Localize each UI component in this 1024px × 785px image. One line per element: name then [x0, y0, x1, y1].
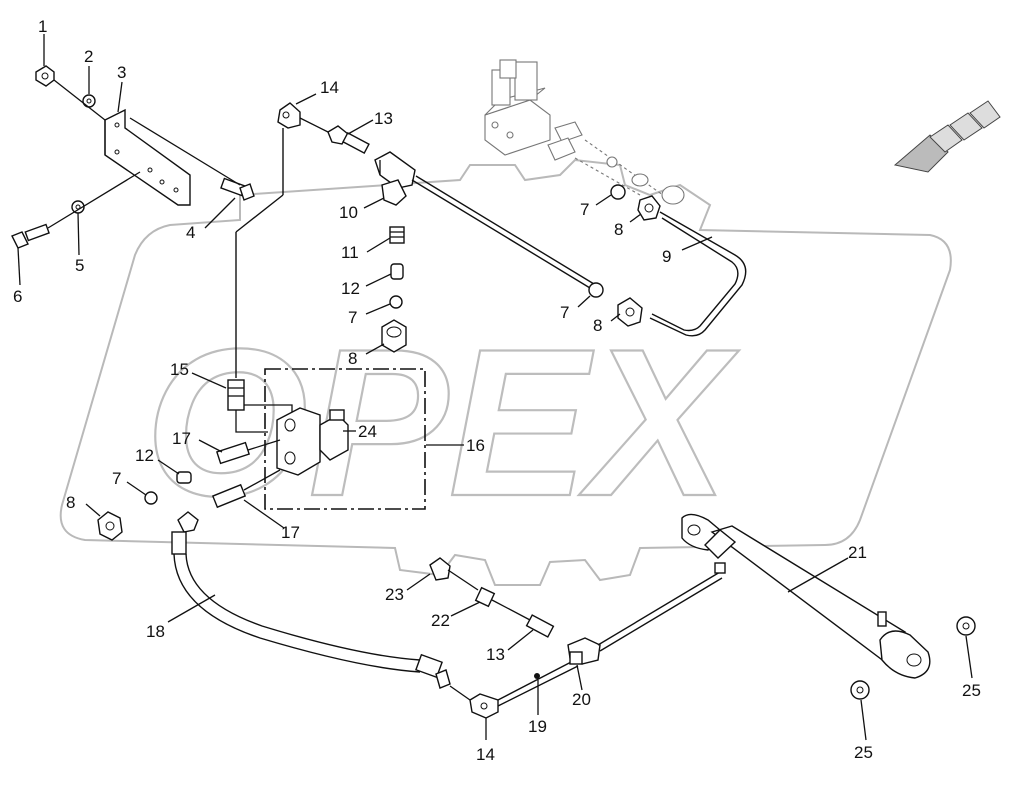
callout-6: 6 — [13, 287, 22, 306]
washer-25-left — [850, 680, 870, 700]
callout-13-bottom: 13 — [486, 645, 505, 664]
callout-12-top: 12 — [341, 279, 360, 298]
ring-7-right-bottom — [588, 282, 604, 298]
watermark-gear — [59, 158, 952, 586]
callout-5: 5 — [75, 256, 84, 275]
washer-2 — [82, 94, 96, 108]
valve-body — [276, 407, 349, 476]
watermark-text: OPEX — [145, 305, 739, 540]
callout-8-right-top: 8 — [614, 220, 623, 239]
callout-leaders — [17, 34, 973, 741]
callout-12-left: 12 — [135, 446, 154, 465]
nut-8-right-top — [637, 195, 661, 221]
fitting-11 — [389, 226, 405, 244]
callout-7-right-bottom: 7 — [560, 303, 569, 322]
callout-16: 16 — [466, 436, 485, 455]
callout-4: 4 — [186, 223, 195, 242]
callout-25-left: 25 — [854, 743, 873, 762]
callout-9: 9 — [662, 247, 671, 266]
washer-25-right — [956, 616, 976, 636]
valve-group-16-frame — [264, 368, 426, 510]
ring-7-left — [144, 491, 158, 505]
tee-fitting-20 — [567, 637, 601, 665]
callout-7-left: 7 — [112, 469, 121, 488]
hose-end-fitting-left — [171, 511, 199, 555]
elbow-fitting-14-bottom — [469, 693, 499, 719]
callout-14-bottom: 14 — [476, 745, 495, 764]
plug-23 — [429, 557, 451, 581]
callout-labels: 1 2 3 4 5 6 14 13 10 11 12 7 8 7 8 9 7 8… — [13, 17, 981, 764]
callout-22: 22 — [431, 611, 450, 630]
callout-8-mid: 8 — [348, 349, 357, 368]
pipe-9 — [649, 211, 747, 337]
callout-17-bottom: 17 — [281, 523, 300, 542]
elbow-fitting-14-top — [277, 102, 301, 129]
nut-1 — [35, 65, 55, 87]
watermark-logo: OPEX — [59, 158, 952, 586]
callout-10: 10 — [339, 203, 358, 222]
sleeve-12-top — [390, 263, 404, 280]
nut-8-left — [97, 511, 123, 541]
control-valve-block — [484, 59, 685, 205]
bolt-6 — [11, 223, 50, 249]
callout-3: 3 — [117, 63, 126, 82]
fitting-15 — [227, 379, 245, 411]
direction-arrow-icon — [893, 100, 1001, 173]
tee-fitting-10 — [374, 151, 416, 206]
hydraulic-cylinder-21 — [681, 513, 931, 679]
bolt-4 — [220, 177, 255, 201]
ring-7-mid — [389, 295, 403, 309]
hose-18 — [173, 553, 421, 673]
orifice-19 — [534, 673, 540, 679]
callout-13-top: 13 — [374, 109, 393, 128]
callout-8-left: 8 — [66, 493, 75, 512]
callout-21: 21 — [848, 543, 867, 562]
callout-25-right: 25 — [962, 681, 981, 700]
sleeve-12-left — [176, 471, 192, 484]
nut-8-mid — [381, 319, 407, 353]
callout-23: 23 — [385, 585, 404, 604]
adapter-13-bottom — [525, 614, 555, 638]
hose-end-fitting-right — [415, 653, 451, 689]
callout-24: 24 — [358, 422, 377, 441]
fitting-22 — [474, 586, 496, 608]
callout-14-top: 14 — [320, 78, 339, 97]
ring-7-right-top — [610, 184, 626, 200]
nut-8-right-bottom — [617, 297, 643, 327]
adapter-13-top — [327, 125, 370, 154]
callout-2: 2 — [84, 47, 93, 66]
callout-8-right-bottom: 8 — [593, 316, 602, 335]
callout-17-top: 17 — [172, 429, 191, 448]
callout-7-right-top: 7 — [580, 200, 589, 219]
callout-18: 18 — [146, 622, 165, 641]
callout-20: 20 — [572, 690, 591, 709]
fitting-17-bottom — [211, 483, 247, 509]
fitting-17-top — [215, 441, 251, 465]
callout-15: 15 — [170, 360, 189, 379]
callout-7-mid: 7 — [348, 308, 357, 327]
callout-11: 11 — [341, 243, 359, 262]
callout-19: 19 — [528, 717, 547, 736]
mounting-bracket — [104, 108, 191, 206]
callout-1: 1 — [38, 17, 47, 36]
